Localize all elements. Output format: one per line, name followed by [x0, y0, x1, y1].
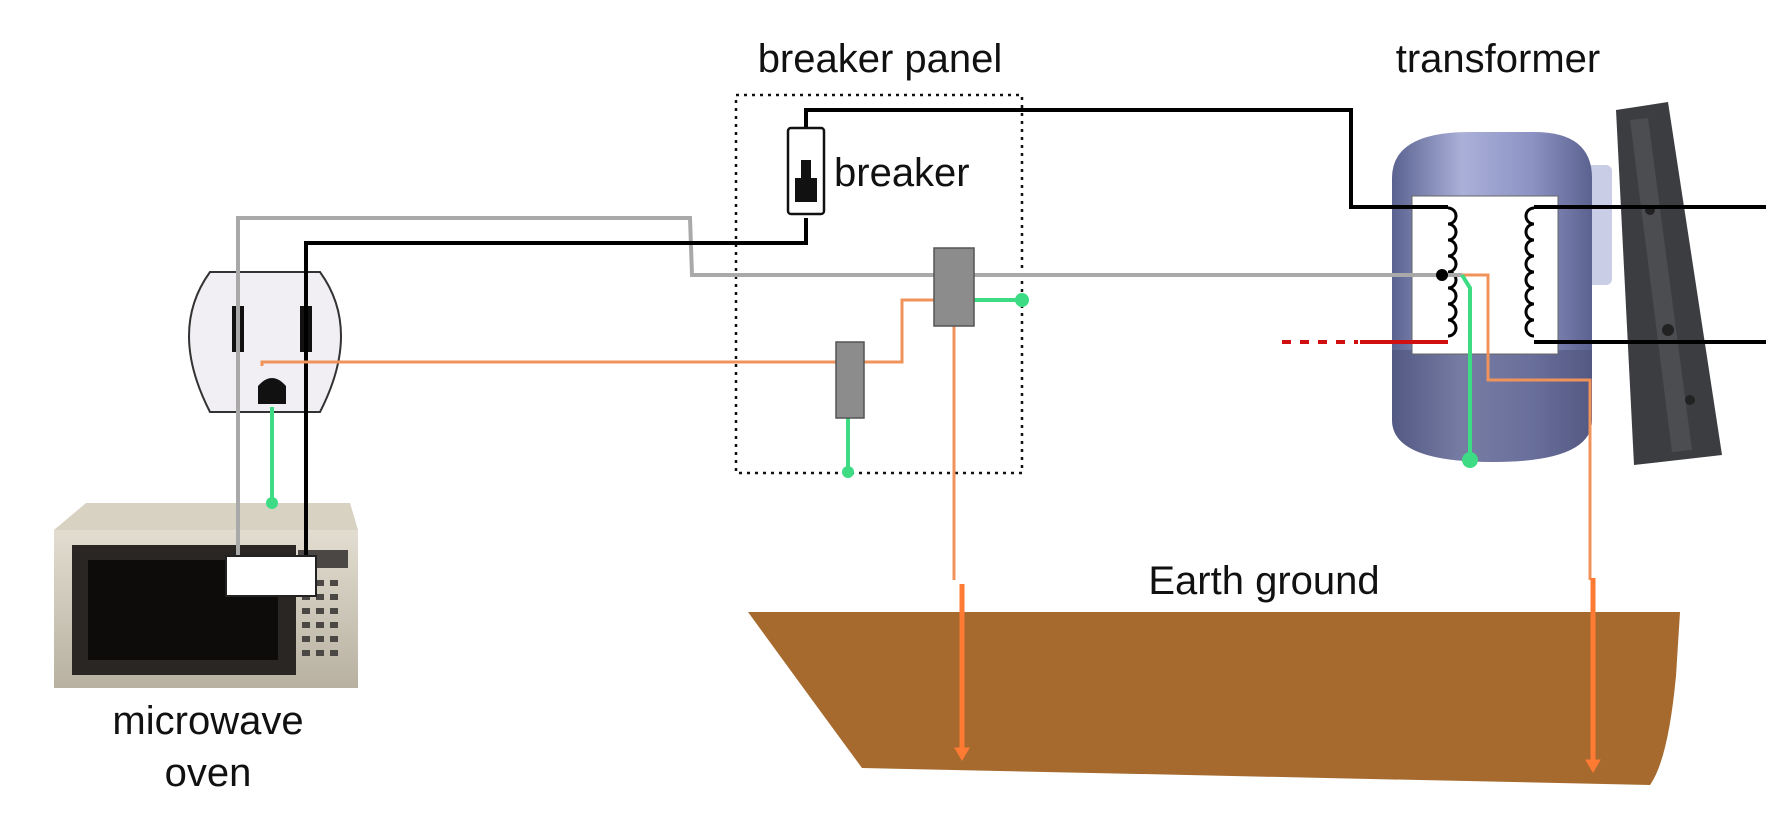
earth-ground-soil: [748, 612, 1680, 785]
earth-ground-label: Earth ground: [1148, 559, 1379, 603]
equipment-ground-wire: [270, 273, 1472, 503]
outlet-icon: [188, 271, 342, 413]
utility-pole-icon: [1616, 102, 1722, 465]
breaker-switch-icon: [786, 126, 826, 216]
neutral-wire: [236, 216, 1462, 555]
transformer-label: transformer: [1396, 37, 1601, 81]
center-tap-dot: [1436, 269, 1448, 281]
power-cord-connector: [225, 555, 317, 597]
microwave-oven-label-line2: oven: [165, 751, 252, 795]
breaker-panel-label: breaker panel: [758, 37, 1003, 81]
transformer-icon: [1392, 132, 1612, 462]
breaker-label: breaker: [834, 151, 970, 195]
ground-junction-dot: [266, 293, 1478, 509]
primary-coil-icon: [1447, 206, 1458, 338]
ground-rod: [954, 578, 1601, 773]
breaker-panel-enclosure: [734, 93, 1024, 475]
microwave-oven-label-line1: microwave: [112, 699, 303, 743]
hot-wire: [304, 108, 1766, 562]
neutral-bus-bar: [933, 247, 975, 327]
secondary-coil-icon: [1524, 206, 1535, 338]
grounding-conductor-wire: [260, 273, 1592, 580]
ground-bus-bar: [835, 341, 865, 419]
